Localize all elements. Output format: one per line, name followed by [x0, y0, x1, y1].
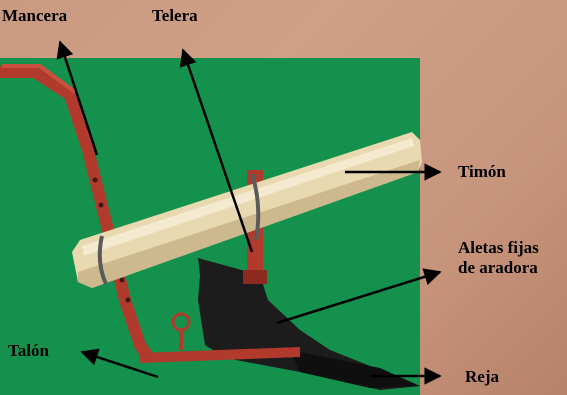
label-telera: Telera — [152, 6, 198, 26]
label-mancera: Mancera — [2, 6, 67, 26]
label-timon: Timón — [458, 162, 506, 182]
talon-sole — [140, 352, 300, 358]
label-talon: Talón — [8, 341, 49, 361]
label-aletas-line1: Aletas fijas — [458, 238, 539, 258]
bolt-hole — [99, 203, 104, 208]
bolt-hole — [93, 178, 98, 183]
label-aletas-line2: de aradora — [458, 258, 539, 278]
telera-collar — [243, 270, 267, 284]
label-reja: Reja — [465, 367, 499, 387]
bolt-hole — [120, 278, 125, 283]
label-aletas: Aletas fijas de aradora — [458, 238, 539, 278]
bolt-hole — [126, 298, 131, 303]
